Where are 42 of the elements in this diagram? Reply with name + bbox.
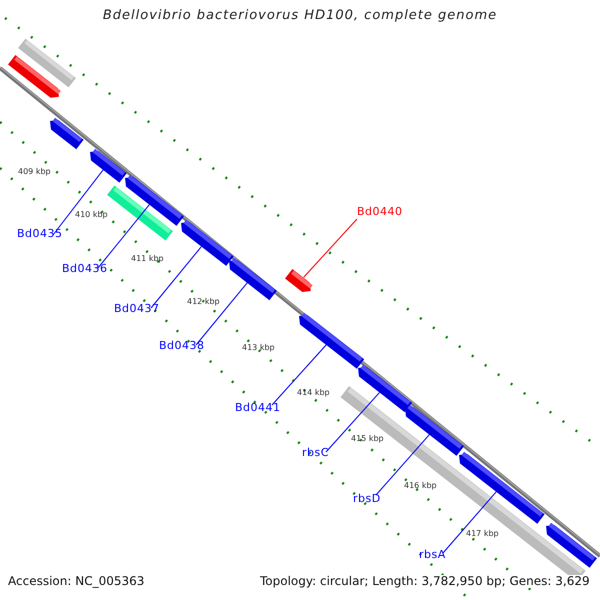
gene-label: Bd0440 — [357, 206, 403, 218]
scale-label: 417 kbp — [466, 530, 499, 539]
gene-feature — [8, 54, 59, 98]
leader-line — [442, 491, 497, 554]
scale-label: 416 kbp — [404, 482, 437, 491]
gene-feature — [405, 407, 464, 456]
gene-label: Bd0436 — [62, 263, 108, 276]
scale-label: 411 kbp — [131, 255, 164, 264]
diagram-title: Bdellovibrio bacteriovorus HD100, complete genome — [102, 9, 498, 24]
scale-label: 413 kbp — [242, 344, 275, 353]
gene-feature — [546, 525, 598, 568]
scale-label: 409 kbp — [18, 168, 51, 177]
gene-feature — [358, 367, 412, 412]
gene-label: rbsC — [302, 447, 329, 460]
footer-text: Accession: NC_005363 — [8, 575, 144, 588]
gene-feature — [180, 222, 234, 266]
leader-line — [150, 246, 202, 308]
gene-label: rbsA — [419, 549, 446, 562]
gene-label: Bd0435 — [17, 228, 63, 240]
scale-label: 412 kbp — [187, 298, 220, 307]
gene-feature — [90, 151, 128, 183]
gene-feature — [459, 454, 545, 524]
gene-label: Bd0438 — [159, 340, 205, 352]
gene-feature — [50, 120, 84, 150]
leader-line — [303, 218, 358, 278]
scale-label: 415 kbp — [351, 435, 384, 444]
gene-feature — [228, 260, 277, 300]
scale-label: 414 kbp — [297, 389, 330, 398]
gene-feature — [299, 314, 364, 369]
leader-line — [326, 392, 380, 452]
scale-label: 410 kbp — [75, 211, 108, 220]
leader-line — [376, 434, 430, 496]
gene-feature — [125, 177, 184, 226]
leader-line — [272, 344, 327, 406]
leader-line — [52, 169, 104, 236]
gene-label: Bd0441 — [235, 402, 281, 414]
leader-line — [196, 282, 248, 346]
leader-line — [98, 204, 150, 268]
gene-feature — [285, 268, 312, 292]
footer-text: Topology: circular; Length: 3,782,950 bp; Genes: 3,629 — [260, 575, 590, 588]
gene-label: Bd0437 — [114, 303, 160, 316]
gene-label: rbsD — [353, 493, 381, 506]
